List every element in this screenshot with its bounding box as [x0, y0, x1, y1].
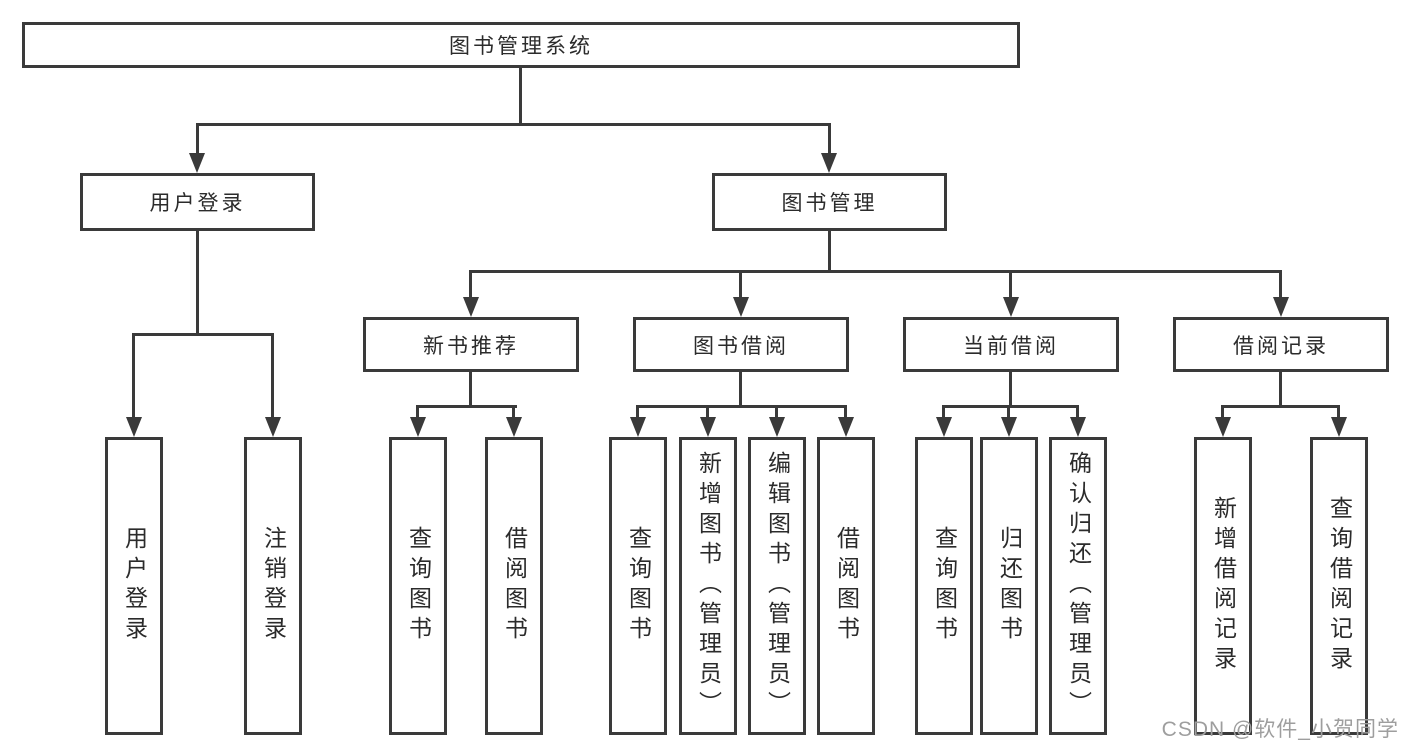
node-label: 图书管理	[781, 192, 878, 215]
connector-line	[196, 123, 831, 126]
node-label: 图书管理系统	[449, 35, 593, 58]
node-book-management: 图书管理	[712, 173, 947, 231]
connector-line	[636, 405, 847, 408]
node-label: 注销登录	[260, 526, 287, 646]
node-user-login: 用户登录	[80, 173, 315, 231]
leaf-confirm-return-admin: 确认归还（管理员）	[1049, 437, 1107, 735]
connector-line	[1009, 270, 1012, 299]
leaf-logout: 注销登录	[244, 437, 302, 735]
node-label: 查询图书	[931, 526, 958, 646]
connector-line	[828, 123, 831, 155]
node-label: 当前借阅	[963, 334, 1059, 358]
connector-line	[469, 270, 472, 299]
connector-line	[416, 405, 517, 408]
connector-line	[1221, 405, 1224, 419]
connector-line	[1007, 405, 1010, 419]
connector-line	[1337, 405, 1340, 419]
node-new-book-recommend: 新书推荐	[363, 317, 579, 372]
connector-line	[469, 270, 1282, 273]
connector-line	[775, 405, 778, 419]
node-label: 归还图书	[996, 526, 1023, 646]
arrow-down-icon	[769, 417, 785, 437]
connector-line	[942, 405, 1079, 408]
connector-line	[132, 333, 274, 336]
arrow-down-icon	[1273, 297, 1289, 317]
connector-line	[844, 405, 847, 419]
node-label: 新增图书（管理员）	[695, 451, 722, 721]
connector-line	[636, 405, 639, 419]
arrow-down-icon	[1331, 417, 1347, 437]
node-root-system: 图书管理系统	[22, 22, 1020, 68]
arrow-down-icon	[410, 417, 426, 437]
connector-line	[519, 68, 522, 125]
connector-line	[739, 270, 742, 299]
arrow-down-icon	[126, 417, 142, 437]
arrow-down-icon	[733, 297, 749, 317]
connector-line	[1009, 372, 1012, 407]
connector-line	[416, 405, 419, 419]
node-borrowing-records: 借阅记录	[1173, 317, 1389, 372]
arrow-down-icon	[1003, 297, 1019, 317]
connector-line	[132, 333, 135, 419]
arrow-down-icon	[463, 297, 479, 317]
leaf-add-book-admin: 新增图书（管理员）	[679, 437, 737, 735]
csdn-watermark: CSDN @软件_小贺同学	[1161, 718, 1399, 741]
node-book-borrowing: 图书借阅	[633, 317, 849, 372]
connector-line	[1076, 405, 1079, 419]
arrow-down-icon	[1070, 417, 1086, 437]
arrow-down-icon	[838, 417, 854, 437]
connector-line	[739, 372, 742, 407]
arrow-down-icon	[700, 417, 716, 437]
connector-line	[828, 231, 831, 272]
node-label: 借阅图书	[501, 526, 528, 646]
leaf-borrow-books-recommend: 借阅图书	[485, 437, 543, 735]
node-label: 确认归还（管理员）	[1065, 451, 1092, 721]
connector-line	[512, 405, 515, 419]
connector-line	[706, 405, 709, 419]
node-label: 新增借阅记录	[1210, 496, 1237, 676]
connector-line	[1221, 405, 1340, 408]
leaf-query-books-borrowing: 查询图书	[609, 437, 667, 735]
node-label: 查询图书	[625, 526, 652, 646]
leaf-return-book: 归还图书	[980, 437, 1038, 735]
leaf-query-books-recommend: 查询图书	[389, 437, 447, 735]
arrow-down-icon	[630, 417, 646, 437]
leaf-user-login: 用户登录	[105, 437, 163, 735]
leaf-borrow-books-borrowing: 借阅图书	[817, 437, 875, 735]
connector-line	[942, 405, 945, 419]
leaf-query-books-current: 查询图书	[915, 437, 973, 735]
arrow-down-icon	[506, 417, 522, 437]
arrow-down-icon	[265, 417, 281, 437]
arrow-down-icon	[821, 153, 837, 173]
node-label: 借阅记录	[1233, 334, 1329, 358]
leaf-query-borrow-record: 查询借阅记录	[1310, 437, 1368, 735]
node-label: 用户登录	[121, 526, 148, 646]
connector-line	[271, 333, 274, 419]
node-label: 查询图书	[405, 526, 432, 646]
node-label: 编辑图书（管理员）	[764, 451, 791, 721]
arrow-down-icon	[1215, 417, 1231, 437]
node-label: 新书推荐	[423, 334, 519, 358]
connector-line	[196, 231, 199, 335]
node-label: 借阅图书	[833, 526, 860, 646]
node-label: 查询借阅记录	[1326, 496, 1353, 676]
node-label: 用户登录	[149, 192, 246, 215]
node-current-borrowing: 当前借阅	[903, 317, 1119, 372]
arrow-down-icon	[1001, 417, 1017, 437]
arrow-down-icon	[936, 417, 952, 437]
leaf-edit-book-admin: 编辑图书（管理员）	[748, 437, 806, 735]
node-label: 图书借阅	[693, 334, 789, 358]
leaf-add-borrow-record: 新增借阅记录	[1194, 437, 1252, 735]
connector-line	[196, 123, 199, 155]
connector-line	[1279, 270, 1282, 299]
connector-line	[1279, 372, 1282, 407]
connector-line	[469, 372, 472, 407]
arrow-down-icon	[189, 153, 205, 173]
